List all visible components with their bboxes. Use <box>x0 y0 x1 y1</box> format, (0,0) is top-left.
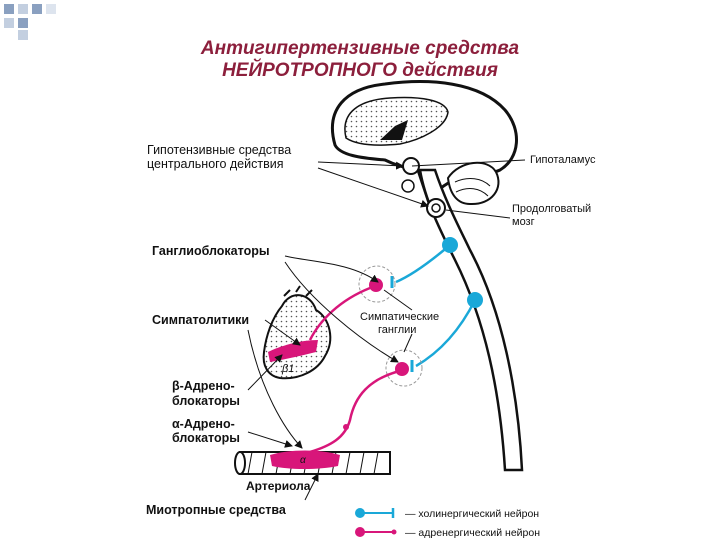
label-beta-blockers-2: блокаторы <box>172 394 240 408</box>
legend-text-adrenergic: — адренергический нейрон <box>405 527 540 539</box>
heart <box>262 285 332 380</box>
label-ganglia-1: Симпатические <box>360 311 439 323</box>
label-ganglia-2: ганглии <box>378 324 416 336</box>
legend-text-cholinergic: — холинергический нейрон <box>405 508 539 520</box>
arteriole <box>234 450 391 475</box>
pointer-lines <box>247 159 526 501</box>
label-medulla-2: мозг <box>512 216 535 228</box>
ganglion-upper <box>358 265 396 303</box>
adrenergic-neurons <box>308 278 409 454</box>
legend-item-adrenergic: — адренергический нейрон <box>355 527 540 539</box>
label-alpha-blockers-2: блокаторы <box>172 431 240 445</box>
label-sympatholytics: Симпатолитики <box>152 313 249 327</box>
label-beta-blockers-1: β-Адрено- <box>172 379 235 393</box>
label-myotropic: Миотропные средства <box>146 503 287 517</box>
label-ganglioblockers: Ганглиоблокаторы <box>152 244 270 258</box>
label-arteriole: Артериола <box>246 479 311 493</box>
label-medulla-1: Продолговатый <box>512 203 591 215</box>
cholinergic-neurons <box>390 237 483 372</box>
slide-corner-decoration <box>4 4 56 40</box>
title-line-1: Антигипертензивные средства <box>200 38 520 59</box>
legend-item-cholinergic: — холинергический нейрон <box>355 508 539 520</box>
label-central-1: Гипотензивные средства <box>147 143 291 157</box>
ganglion-lower <box>385 349 423 387</box>
label-alpha-blockers-1: α-Адрено- <box>172 417 235 431</box>
brain <box>330 80 524 472</box>
title-line-2: НЕЙРОТРОПНОГО действия <box>222 60 498 81</box>
slide-title: Антигипертензивные средства НЕЙРОТРОПНОГ… <box>150 38 570 82</box>
label-hypothalamus: Гипоталамус <box>530 154 596 166</box>
label-central-2: центрального действия <box>147 157 283 171</box>
legend: — холинергический нейрон — адренергическ… <box>355 508 540 539</box>
label-alpha: α <box>300 455 306 466</box>
label-beta1: β1 <box>281 363 294 375</box>
